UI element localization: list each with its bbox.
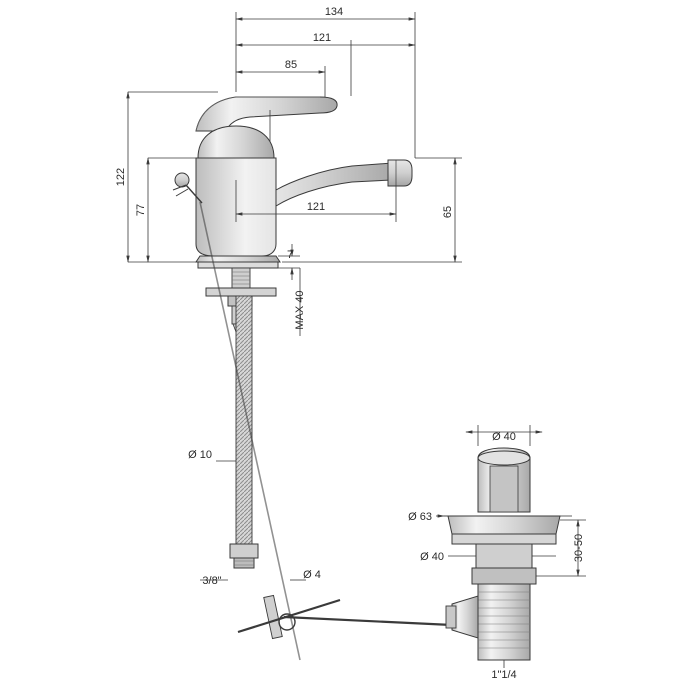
dim-top-second: 121 [313,32,331,44]
dim-deck-thickness: 7 [287,249,293,261]
dim-waste-thickness-range: 30-50 [573,534,585,562]
dim-top-overall: 134 [325,6,343,18]
dim-rod-diameter: Ø 4 [303,569,321,581]
hose-dimension-group [200,460,306,581]
dim-waste-flange-diameter: Ø 63 [408,511,432,523]
dim-spout-height: 65 [442,206,454,218]
waste-dimension-group [436,425,586,668]
dim-waste-thread: 1"1/4 [491,669,516,681]
tap-assembly [172,96,453,661]
popup-lever [172,172,203,204]
dim-spout-reach: 121 [307,201,325,213]
dim-handle-height: 77 [135,204,147,216]
dim-hose-thread: 3/8" [202,575,221,587]
dim-max-thickness: MAX 40 [294,290,306,329]
dim-total-height: 122 [115,168,127,186]
dim-waste-cap-diameter: Ø 40 [492,431,516,443]
dim-hose-diameter: Ø 10 [188,449,212,461]
dim-waste-body-diameter: Ø 40 [420,551,444,563]
waste-assembly [445,447,561,661]
dim-top-third: 85 [285,59,297,71]
top-dimension-group [235,12,416,158]
spout-dimension-group [235,157,462,336]
